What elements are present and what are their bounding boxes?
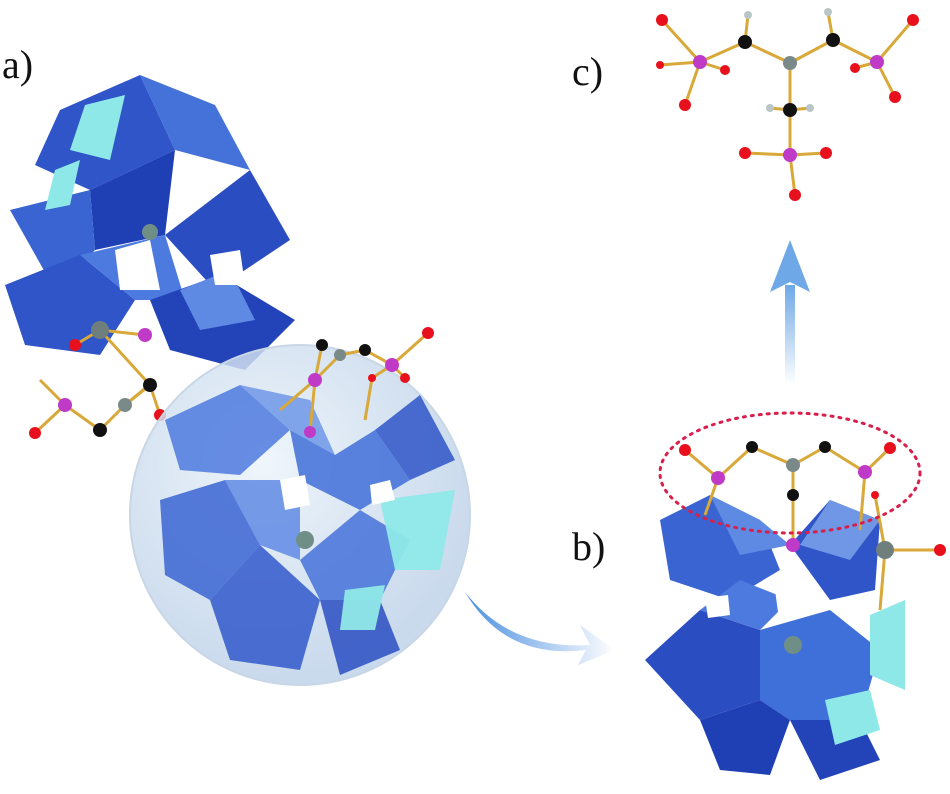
panel-a-label: a) xyxy=(2,42,33,87)
up-arrow-b-to-c xyxy=(770,240,810,385)
cluster-a-highlighted xyxy=(129,327,471,686)
panel-c: c) xyxy=(572,8,919,201)
cluster-a-upper xyxy=(5,75,295,439)
panel-c-label: c) xyxy=(572,49,603,94)
selection-ring xyxy=(658,411,922,535)
ligand-b xyxy=(679,441,946,611)
cluster-b xyxy=(645,495,905,780)
panel-b-label: b) xyxy=(572,524,605,569)
panel-a: a) xyxy=(2,42,471,686)
panel-b: b) xyxy=(572,411,946,780)
ligand-c xyxy=(656,8,919,201)
curved-arrow-a-to-b xyxy=(465,592,615,665)
